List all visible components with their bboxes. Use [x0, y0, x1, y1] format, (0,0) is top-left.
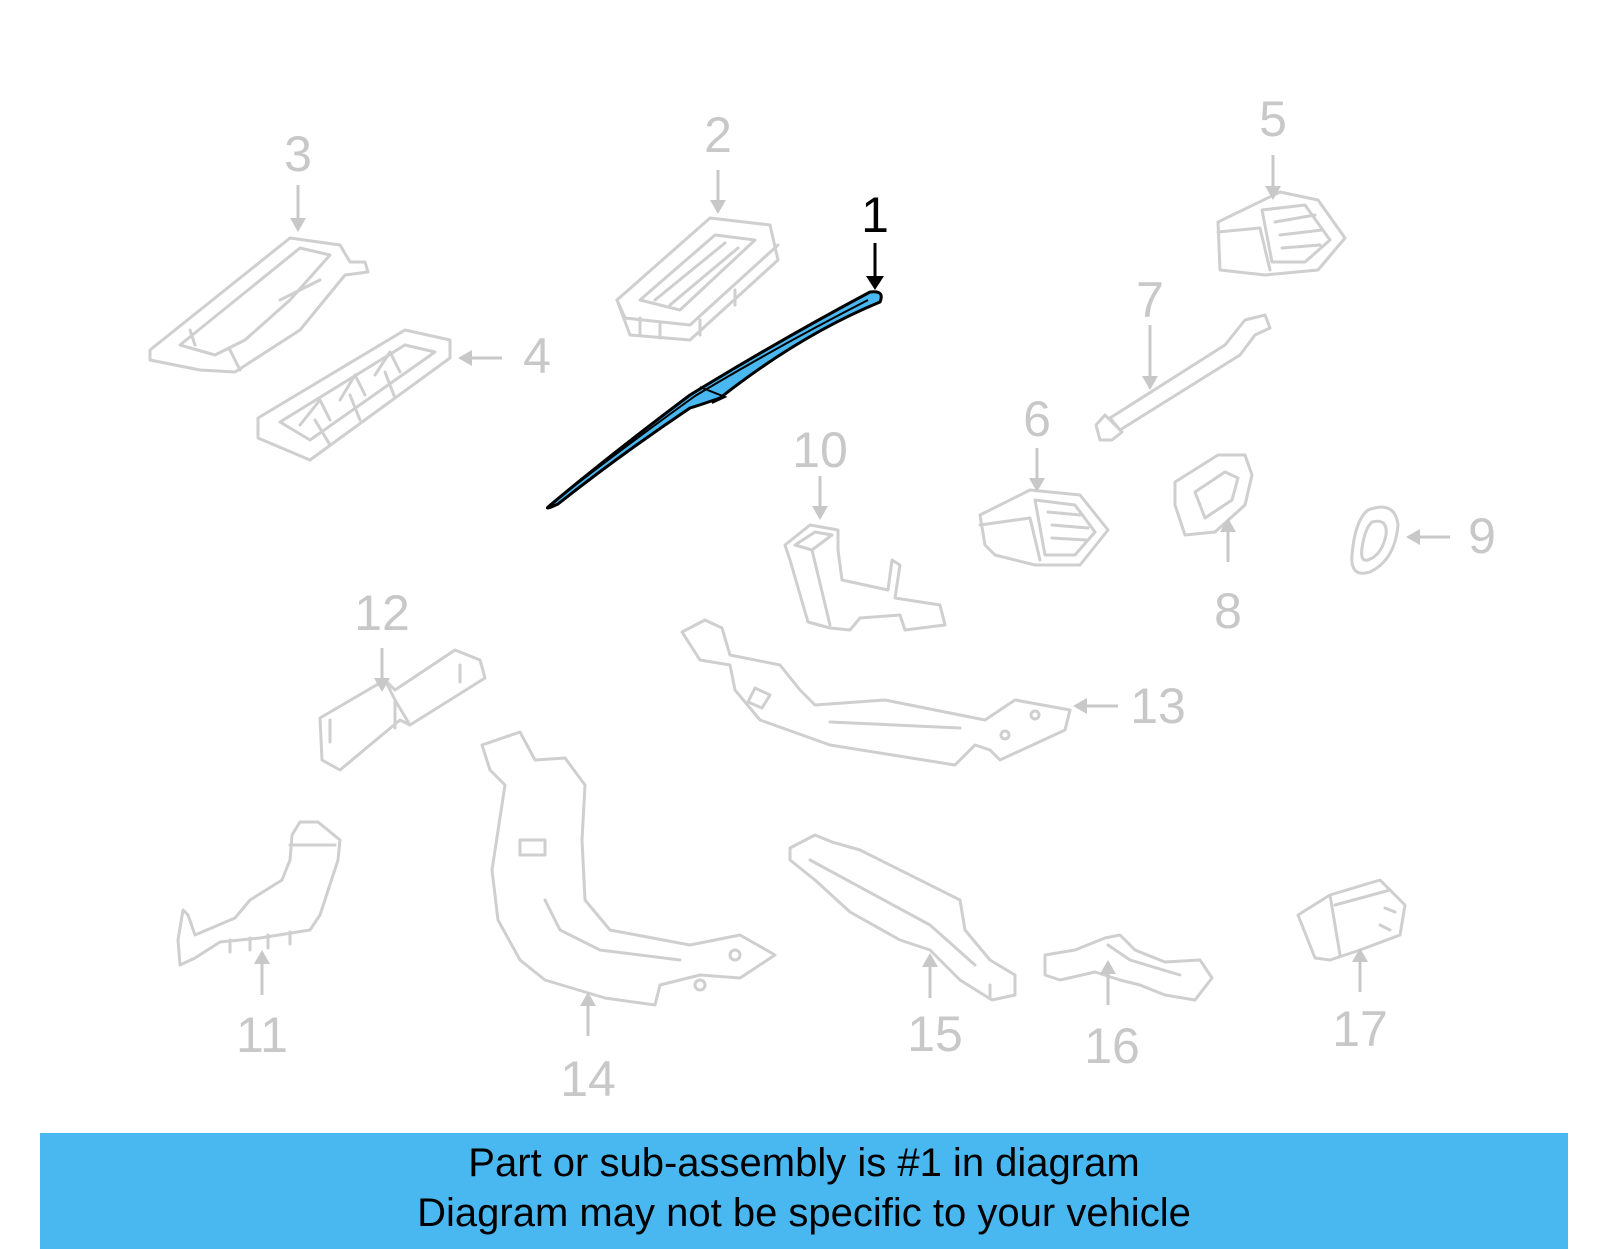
callout-label-14: 14 [560, 1051, 616, 1107]
callout-label-15: 15 [907, 1006, 963, 1062]
callout-label-9: 9 [1468, 508, 1496, 564]
callout-label-3: 3 [284, 126, 312, 182]
callout-label-11: 11 [236, 1007, 288, 1063]
callout-15: 15 [907, 953, 963, 1062]
part-17-end-vent[interactable] [1296, 878, 1407, 962]
callout-11: 11 [236, 950, 288, 1063]
callout-label-8: 8 [1214, 583, 1242, 639]
callout-label-2: 2 [704, 107, 732, 163]
callout-label-12: 12 [354, 585, 410, 641]
part-6-round-vent[interactable] [978, 488, 1110, 567]
info-banner: Part or sub-assembly is #1 in diagram Di… [40, 1133, 1568, 1249]
callout-4: 4 [458, 328, 551, 384]
part-5-side-vent[interactable] [1216, 190, 1347, 277]
callout-16: 16 [1084, 960, 1140, 1074]
callout-5: 5 [1259, 91, 1287, 200]
part-11-lower-duct[interactable] [176, 820, 342, 967]
callout-label-17: 17 [1332, 1001, 1388, 1057]
part-10-bracket-duct[interactable] [783, 523, 947, 632]
part-9-ring[interactable] [1350, 505, 1400, 575]
callout-3: 3 [284, 126, 312, 232]
callout-7: 7 [1136, 272, 1164, 390]
callout-12: 12 [354, 585, 410, 692]
callout-label-7: 7 [1136, 272, 1164, 328]
callout-2: 2 [704, 107, 732, 214]
callout-label-10: 10 [792, 422, 848, 478]
banner-part-note: Part or sub-assembly is #1 in diagram [468, 1141, 1140, 1185]
part-7-hose[interactable] [1094, 313, 1272, 442]
callout-label-5: 5 [1259, 91, 1287, 147]
part-14-rear-duct[interactable] [480, 730, 777, 1007]
callout-8: 8 [1214, 518, 1242, 639]
callout-label-16: 16 [1084, 1018, 1140, 1074]
callout-9: 9 [1406, 508, 1496, 564]
callout-13: 13 [1073, 678, 1186, 734]
banner-disclaimer: Diagram may not be specific to your vehi… [417, 1191, 1191, 1235]
part-16-bracket[interactable] [1043, 933, 1214, 1002]
part-13-floor-duct[interactable] [680, 618, 1072, 767]
part-3-side-duct[interactable] [148, 236, 370, 374]
part-1-defroster-duct[interactable] [546, 290, 883, 510]
part-12-connector-duct[interactable] [318, 648, 487, 772]
callout-label-13: 13 [1130, 678, 1186, 734]
callout-10: 10 [792, 422, 848, 520]
part-2-center-vent[interactable] [615, 216, 780, 342]
part-4-vent-grille[interactable] [256, 328, 452, 462]
callout-14: 14 [560, 992, 616, 1107]
callout-1: 1 [861, 187, 889, 290]
callout-label-1: 1 [861, 187, 889, 243]
part-15-angled-duct[interactable] [788, 833, 1017, 1002]
callout-label-4: 4 [523, 328, 551, 384]
callout-17: 17 [1332, 948, 1388, 1057]
callout-label-6: 6 [1023, 391, 1051, 447]
part-8-small-vent[interactable] [1173, 453, 1254, 537]
callout-6: 6 [1023, 391, 1051, 492]
